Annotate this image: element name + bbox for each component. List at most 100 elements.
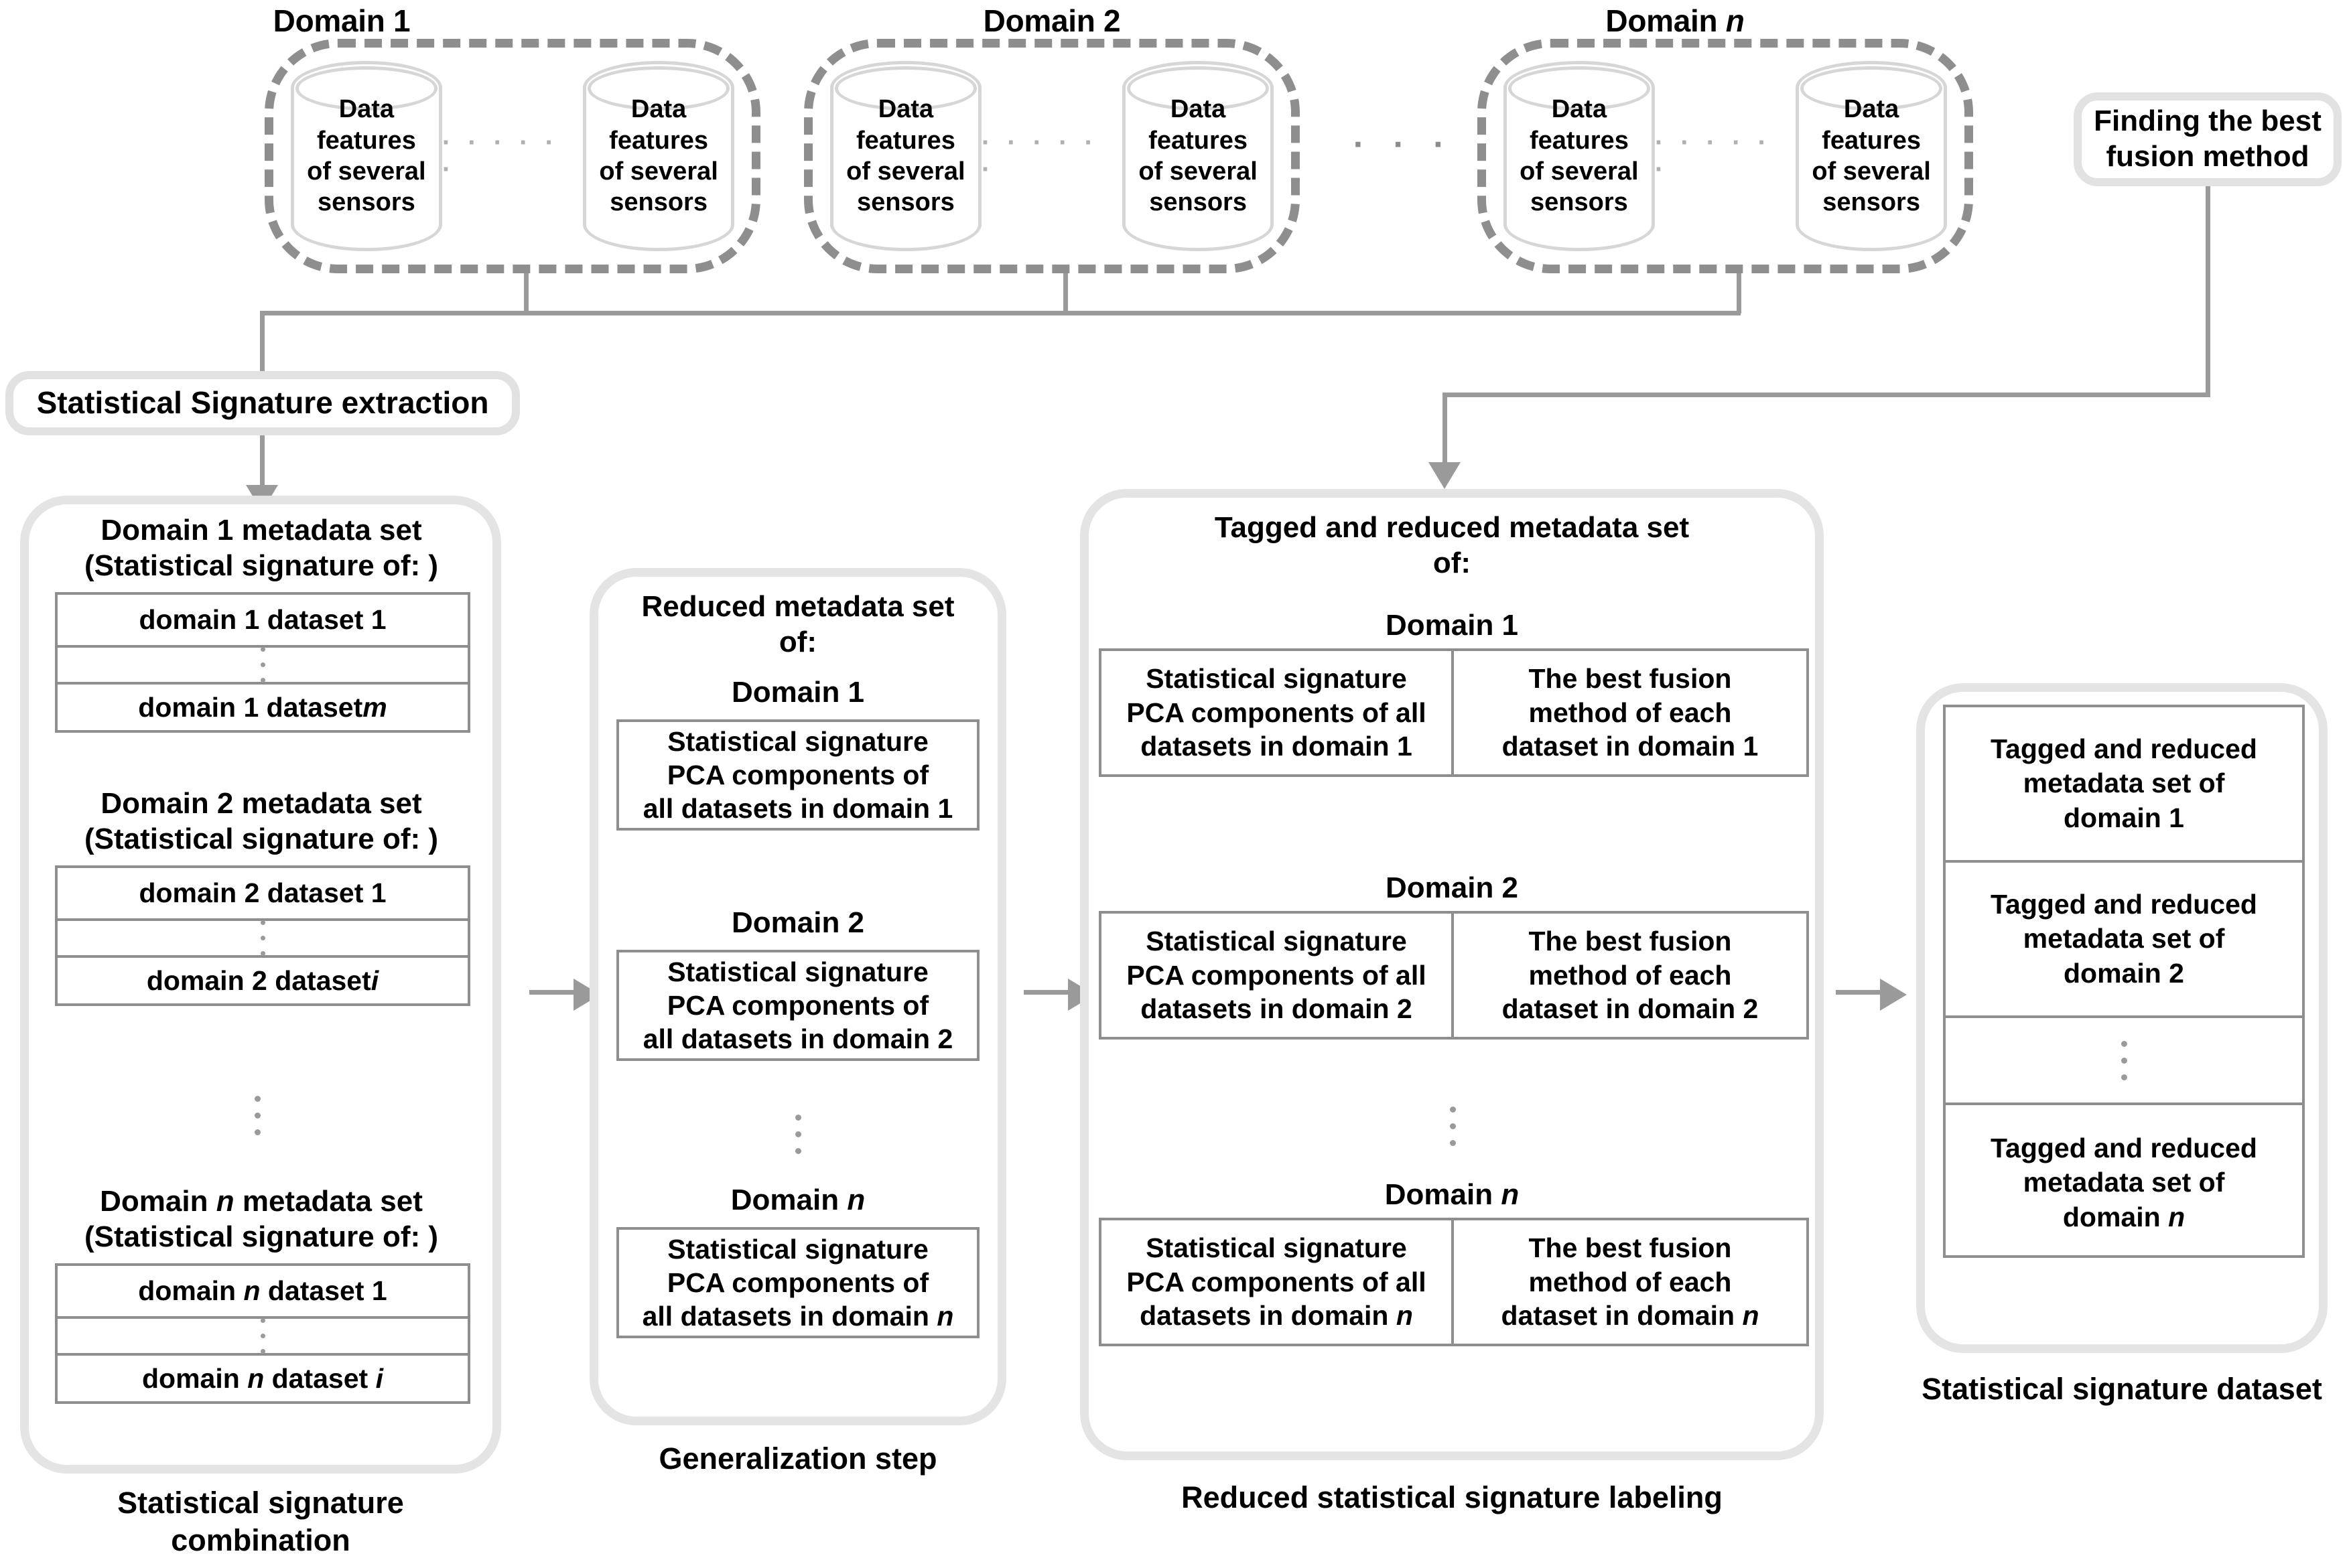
arrow-into-col3-icon xyxy=(1428,462,1461,489)
domain-2-database-right: Data features of several sensors xyxy=(1122,61,1274,251)
col1-group1-title-line2: (Statistical signature of: ) xyxy=(84,549,439,582)
db-line: of several xyxy=(599,157,718,186)
fusion-node-line2: fusion method xyxy=(2106,140,2309,173)
cell-line: PCA components of all xyxy=(1126,1266,1426,1297)
cell-line: Statistical signature xyxy=(1146,925,1407,956)
col3-entry2-left-cell: Statistical signature PCA components of … xyxy=(1101,914,1454,1037)
col1-caption-line2: combination xyxy=(171,1523,350,1558)
table-row: domain 2 dataset i xyxy=(58,958,468,1003)
col1-group3-title: Domain n metadata set (Statistical signa… xyxy=(27,1184,496,1255)
domain-n-title: Domain n xyxy=(1534,3,1816,39)
col3-entry1-label: Domain 1 xyxy=(1385,609,1519,642)
col1-group1-title: Domain 1 metadata set (Statistical signa… xyxy=(27,513,496,584)
cell-line: PCA components of all xyxy=(1126,959,1426,991)
cell-line: domain 2 xyxy=(2064,957,2184,989)
connector-col3-to-col4 xyxy=(1836,990,1883,995)
cell-line: domain n xyxy=(2062,1201,2186,1232)
domain-1-group: Data features of several sensors · · · ·… xyxy=(265,39,760,273)
db-line: Data xyxy=(878,95,934,124)
col2-entry3-label: Domain n xyxy=(730,1184,866,1216)
col4-table: Tagged and reduced metadata set of domai… xyxy=(1943,705,2305,1258)
col1-group1-title-line1: Domain 1 metadata set xyxy=(100,514,422,547)
row-text-italic: m xyxy=(362,691,387,723)
db-line: sensors xyxy=(1149,188,1247,217)
db-line: features xyxy=(316,126,416,155)
col2-caption: Generalization step xyxy=(659,1441,937,1476)
col2-entry1-label: Domain 1 xyxy=(731,676,865,709)
table-row: domain 1 dataset m xyxy=(58,685,468,730)
cell-line: metadata set of xyxy=(2023,923,2225,954)
db-line: of several xyxy=(1138,157,1258,186)
cell-line: dataset in domain 1 xyxy=(1501,731,1759,762)
col2-entry2-box: Statistical signature PCA components of … xyxy=(616,950,980,1061)
row-text-plain: domain 2 dataset xyxy=(146,965,371,996)
domain-2-database-left: Data features of several sensors xyxy=(830,61,982,251)
cell-line: Statistical signature xyxy=(1146,1232,1407,1263)
table-row: Tagged and reduced metadata set of domai… xyxy=(1946,1105,2302,1261)
col1-group3-title-line1: Domain n metadata set xyxy=(100,1185,423,1218)
domain-2-inner-ellipsis: · · · · · · xyxy=(981,128,1098,184)
connector-col1-to-col2 xyxy=(529,990,576,995)
col1-group-ellipsis-icon xyxy=(245,1072,269,1159)
cell-line: Statistical signature xyxy=(1146,662,1407,694)
col1-group3-title-line2: (Statistical signature of: ) xyxy=(84,1220,439,1253)
cell-line: Statistical signature xyxy=(667,725,929,757)
domain-n-inner-ellipsis: · · · · · · xyxy=(1654,128,1771,184)
cell-line: datasets in domain 2 xyxy=(1140,993,1412,1025)
col3-header-line1: Tagged and reduced metadata set xyxy=(1214,511,1690,544)
db-line: features xyxy=(856,126,955,155)
domain-1-database-left: Data features of several sensors xyxy=(291,61,442,251)
table-row: Tagged and reduced metadata set of domai… xyxy=(1946,863,2302,1018)
cell-line: The best fusion xyxy=(1528,1232,1732,1263)
col1-group2-title-line2: (Statistical signature of: ) xyxy=(84,822,439,855)
connector-domain1-stub xyxy=(524,273,529,313)
cell-line: PCA components of xyxy=(667,990,929,1021)
connector-domain2-stub xyxy=(1063,273,1068,313)
col1-caption-line1: Statistical signature xyxy=(117,1486,404,1520)
col1-group2-title-line1: Domain 2 metadata set xyxy=(100,787,422,820)
cell-line: Statistical signature xyxy=(667,1233,929,1265)
db-line: features xyxy=(1148,126,1248,155)
db-line: features xyxy=(609,126,709,155)
table-row-ellipsis xyxy=(58,647,468,685)
domain-1-inner-ellipsis: · · · · · · xyxy=(442,128,559,184)
col2-header-line2: of: xyxy=(779,625,817,658)
connector-domainn-stub xyxy=(1737,273,1741,313)
col1-group1-table: domain 1 dataset 1 domain 1 dataset m xyxy=(55,592,470,733)
col3-entry2-right-cell: The best fusion method of each dataset i… xyxy=(1454,914,1806,1037)
db-line: Data xyxy=(630,95,687,124)
col1-group2-table: domain 2 dataset 1 domain 2 dataset i xyxy=(55,865,470,1006)
row-text-plain: domain 1 dataset xyxy=(138,691,363,723)
db-line: sensors xyxy=(610,188,708,217)
connector-col2-to-col3 xyxy=(1024,990,1071,995)
connector-fusion-to-col3 xyxy=(1442,393,1447,466)
col1-group3-table: domain n dataset 1 domain n dataset i xyxy=(55,1263,470,1404)
domain-n-database-left: Data features of several sensors xyxy=(1503,61,1655,251)
table-row-ellipsis xyxy=(58,1318,468,1356)
col3-header-line2: of: xyxy=(1432,546,1471,579)
db-line: features xyxy=(1529,126,1629,155)
table-row: domain 1 dataset 1 xyxy=(58,595,468,648)
db-line: Data xyxy=(1170,95,1226,124)
connector-domain-bus xyxy=(260,311,1741,315)
domain-n-group: Data features of several sensors · · · ·… xyxy=(1477,39,1973,273)
col3-entry3-left-cell: Statistical signature PCA components of … xyxy=(1101,1220,1454,1344)
col3-entry-ellipsis-icon xyxy=(1440,1082,1465,1169)
cell-line: datasets in domain n xyxy=(1140,1300,1413,1332)
db-line: features xyxy=(1822,126,1922,155)
arrow-col3-to-col4-icon xyxy=(1880,979,1907,1011)
table-row: Tagged and reduced metadata set of domai… xyxy=(1946,707,2302,863)
col3-caption: Reduced statistical signature labeling xyxy=(1181,1480,1723,1514)
cell-line: all datasets in domain 2 xyxy=(643,1023,953,1055)
col2-entry3-box: Statistical signature PCA components of … xyxy=(616,1227,980,1338)
db-line: sensors xyxy=(1530,188,1628,217)
row-text-italic: i xyxy=(371,965,379,996)
cell-line: Tagged and reduced xyxy=(1991,733,2257,765)
db-line: Data xyxy=(338,95,395,124)
domain-n-database-right: Data features of several sensors xyxy=(1796,61,1947,251)
cell-line: domain 1 xyxy=(2064,802,2184,833)
db-line: sensors xyxy=(857,188,955,217)
domain-1-database-right: Data features of several sensors xyxy=(583,61,734,251)
col3-entry3-label: Domain n xyxy=(1384,1178,1520,1211)
